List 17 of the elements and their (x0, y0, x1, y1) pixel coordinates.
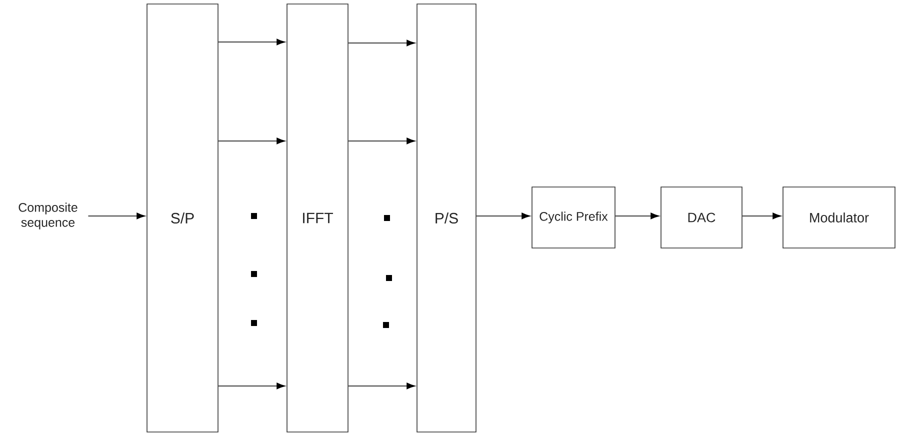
arrow (218, 382, 286, 390)
process-box: DAC (660, 186, 742, 248)
arrow (348, 382, 416, 390)
arrow (742, 212, 782, 220)
process-box: IFFT (286, 4, 348, 432)
arrow (218, 38, 286, 46)
arrow (476, 212, 530, 220)
arrow (218, 138, 286, 144)
process-box: P/S (416, 4, 476, 432)
process-box: Cyclic Prefix (532, 186, 616, 248)
arrow (88, 212, 146, 220)
arrow (348, 40, 416, 46)
arrow (348, 138, 416, 144)
arrow (615, 212, 660, 220)
process-box: S/P (146, 4, 218, 432)
input-label: Composite sequence (18, 202, 78, 230)
process-box: Modulator (782, 186, 896, 248)
